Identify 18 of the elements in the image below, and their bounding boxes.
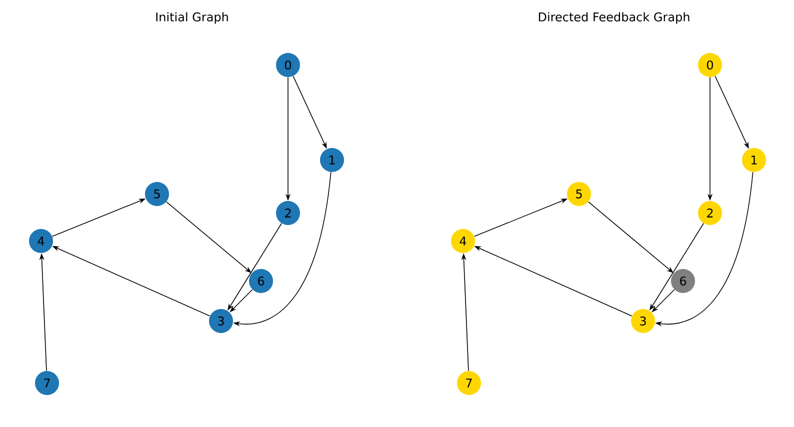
graph-node: 6 <box>671 268 695 293</box>
graph-title: Directed Feedback Graph <box>538 12 690 24</box>
graph-node: 3 <box>209 308 233 333</box>
graph-title: Initial Graph <box>156 12 228 24</box>
graph-node: 5 <box>567 182 591 206</box>
graph-node: 0 <box>276 53 300 77</box>
graph-node: 5 <box>145 182 169 206</box>
graph-node: 3 <box>631 308 655 333</box>
graph-node: 6 <box>249 268 273 293</box>
graph-node: 2 <box>698 201 722 225</box>
graph-node: 2 <box>276 201 300 225</box>
graph-node: 1 <box>742 148 766 172</box>
graph-node: 4 <box>451 228 475 253</box>
graph-node: 7 <box>457 370 481 395</box>
graph-node: 7 <box>35 370 59 395</box>
graph-node: 1 <box>320 148 344 172</box>
graph-node: 0 <box>698 53 722 77</box>
graph-node: 4 <box>29 228 53 253</box>
